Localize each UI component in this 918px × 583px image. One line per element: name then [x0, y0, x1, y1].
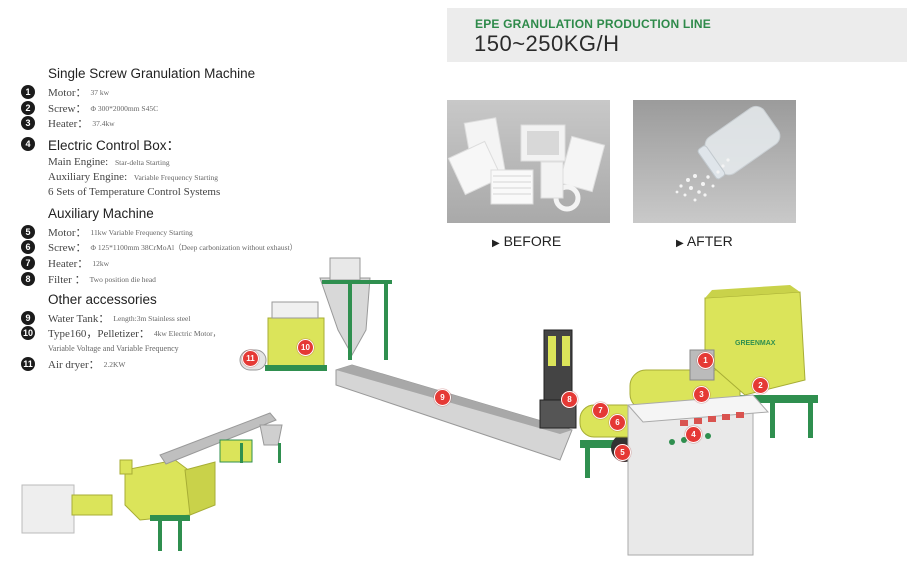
spec-value: Two position die head [89, 274, 156, 284]
item-number-badge: 8 [21, 272, 35, 286]
spec-label: Type160，Pelletizer： [48, 328, 150, 340]
machine-marker: 2 [752, 377, 769, 394]
item-number-badge: 4 [21, 137, 35, 151]
section-title-accessories: Other accessories [48, 292, 157, 307]
spec-value: 11kw Variable Frequency Starting [90, 227, 193, 237]
spec-label: Motor： [48, 87, 87, 99]
after-photo [633, 100, 796, 223]
item-number-badge: 7 [21, 256, 35, 270]
spec-item: 5 Motor： 11kw Variable Frequency Startin… [21, 225, 193, 239]
spec-label: Motor： [48, 227, 87, 239]
play-arrow-icon: ▶ [676, 238, 684, 249]
machine-marker: 3 [693, 386, 710, 403]
spec-value: 37.4kw [92, 118, 115, 128]
section-title-control-box: Electric Control Box： [48, 138, 181, 153]
spec-label: Screw： [48, 103, 87, 115]
spec-item: 4 Electric Control Box： [21, 137, 181, 153]
item-number-badge: 10 [21, 326, 35, 340]
spec-item: 10 Type160，Pelletizer： 4kw Electric Moto… [21, 326, 220, 340]
spec-label: Screw： [48, 242, 87, 254]
spec-value: Length:3m Stainless steel [113, 313, 191, 323]
machine-marker: 9 [434, 389, 451, 406]
before-caption: ▶ BEFORE [492, 233, 562, 249]
spec-item: 9 Water Tank： Length:3m Stainless steel [21, 311, 190, 325]
epe-foam-image [447, 117, 606, 212]
pellets-jar-image [675, 105, 781, 202]
spec-label: Air dryer： [48, 359, 100, 371]
item-number-badge: 5 [21, 225, 35, 239]
spec-value: Φ 125*1100mm 38CrMoAl（Deep carbonization… [90, 242, 298, 252]
small-production-line [21, 412, 283, 551]
control-box-line: Auxiliary Engine: Variable Frequency Sta… [48, 171, 219, 183]
machine-marker: 1 [697, 352, 714, 369]
item-number-badge: 3 [21, 116, 35, 130]
machine-marker: 5 [614, 444, 631, 461]
play-arrow-icon: ▶ [492, 238, 500, 249]
spec-item: 2 Screw： Φ 300*2000mm S45C [21, 101, 158, 115]
machine-marker: 11 [242, 350, 259, 367]
spec-value: 4kw Electric Motor， [153, 328, 221, 338]
spec-label: Water Tank： [48, 313, 110, 325]
spec-label: Filter ： [48, 274, 86, 286]
machine-marker: 4 [685, 426, 702, 443]
line-name: EPE GRANULATION PRODUCTION LINE [475, 17, 711, 31]
machine-marker: 6 [609, 414, 626, 431]
brand-logo: GREENMAX [735, 340, 776, 347]
machine-marker: 8 [561, 391, 578, 408]
spec-item: 8 Filter ： Two position die head [21, 272, 156, 286]
spec-value: 12kw [92, 258, 109, 268]
before-photo [447, 100, 610, 223]
spec-value: 37 kw [90, 87, 110, 97]
section-title-auxiliary: Auxiliary Machine [48, 206, 154, 221]
control-box-line: 6 Sets of Temperature Control Systems [48, 186, 221, 198]
item-number-badge: 9 [21, 311, 35, 325]
control-box-line: Main Engine: Star-delta Starting [48, 156, 170, 168]
spec-item: 3 Heater： 37.4kw [21, 116, 115, 130]
machine-marker: 7 [592, 402, 609, 419]
spec-label: Heater： [48, 258, 89, 270]
die-head [539, 329, 577, 429]
spec-value: 2.2KW [103, 359, 126, 369]
item-number-badge: 6 [21, 240, 35, 254]
spec-item: 11 Air dryer： 2.2KW [21, 357, 126, 371]
item-number-badge: 11 [21, 357, 35, 371]
capacity: 150~250KG/H [474, 31, 620, 56]
spec-label: Heater： [48, 118, 89, 130]
spec-value: Φ 300*2000mm S45C [90, 103, 159, 113]
main-extruder: GREENMAX [579, 285, 818, 556]
spec-item: 6 Screw： Φ 125*1100mm 38CrMoAl（Deep carb… [21, 240, 297, 254]
spec-item: 1 Motor： 37 kw [21, 85, 109, 99]
item-number-badge: 2 [21, 101, 35, 115]
product-banner: EPE GRANULATION PRODUCTION LINE 150~250K… [447, 8, 907, 62]
section-title-granulation: Single Screw Granulation Machine [48, 66, 256, 81]
spec-item: 7 Heater： 12kw [21, 256, 109, 270]
after-caption: ▶ AFTER [676, 233, 733, 249]
pelletizer [239, 257, 392, 371]
machine-marker: 10 [297, 339, 314, 356]
pelletizer-extra: Variable Voltage and Variable Frequency [48, 344, 179, 353]
item-number-badge: 1 [21, 85, 35, 99]
